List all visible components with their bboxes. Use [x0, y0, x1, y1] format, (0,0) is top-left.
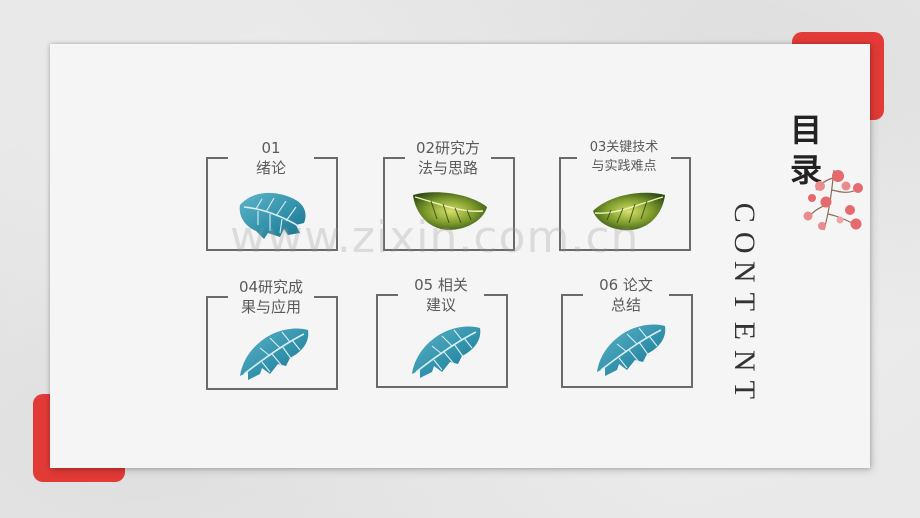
item-frame: [376, 294, 508, 388]
page-subtitle: C O N T E N T: [727, 202, 761, 399]
teal-leaf-icon: [412, 326, 481, 378]
item-label: 02研究方法与思路: [407, 138, 489, 178]
item-frame: [206, 157, 338, 251]
item-label: 04研究成果与应用: [230, 277, 312, 317]
berry-branch-icon: [803, 169, 863, 231]
green-leaf-icon: [593, 192, 665, 231]
item-frame: [206, 296, 338, 390]
content-card: [50, 44, 870, 468]
item-frame: [561, 294, 693, 388]
teal-leaf-icon: [597, 324, 666, 376]
item-frame: [559, 157, 691, 251]
teal-leaf-icon: [239, 192, 306, 239]
toc-item-04[interactable]: 04研究成果与应用: [206, 277, 338, 390]
item-label: 03关键技术与实践难点: [577, 138, 671, 176]
item-label: 05 相关建议: [400, 275, 482, 315]
item-label: 06 论文总结: [585, 275, 667, 315]
toc-item-03[interactable]: 03关键技术与实践难点: [559, 138, 691, 251]
toc-item-06[interactable]: 06 论文总结: [561, 275, 693, 388]
toc-item-05[interactable]: 05 相关建议: [376, 275, 508, 388]
page-title: 目 录: [789, 111, 822, 189]
teal-leaf-icon: [240, 328, 309, 380]
green-leaf-icon: [413, 192, 487, 230]
toc-item-02[interactable]: 02研究方法与思路: [383, 138, 515, 251]
item-frame: [383, 157, 515, 251]
